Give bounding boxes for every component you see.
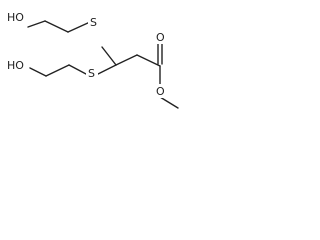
atom-label-o-ester: O	[156, 85, 165, 98]
atom-label-s-bottom: S	[88, 67, 95, 80]
chemical-structure-diagram: HO S HO S O O	[6, 10, 179, 109]
bond-top-c2-s	[67, 21, 91, 33]
structure-canvas: HO S HO S O O	[0, 0, 194, 121]
atom-label-s-top: S	[90, 16, 97, 29]
bond-ho-top-c	[27, 20, 46, 28]
bond-top-c1-c2	[44, 20, 69, 33]
bond-s-bottom-c1	[68, 64, 87, 75]
bond-cmid-ch2	[115, 54, 138, 66]
atom-label-o-carbonyl: O	[156, 31, 165, 44]
bond-bottom-c2-ho	[29, 67, 47, 77]
atom-label-ho-bottom: HO	[7, 59, 24, 72]
bond-ch2-carbonyl-c	[136, 54, 161, 67]
bonds	[27, 20, 179, 109]
atom-label-ho-top: HO	[7, 11, 24, 24]
atom-labels: HO S HO S O O	[6, 10, 166, 98]
bond-top-s-cmid	[101, 46, 117, 66]
bond-bottom-c1-c2	[45, 64, 70, 77]
bond-o-ester-methyl	[159, 96, 179, 109]
bond-cmid-s-bottom	[97, 64, 117, 75]
